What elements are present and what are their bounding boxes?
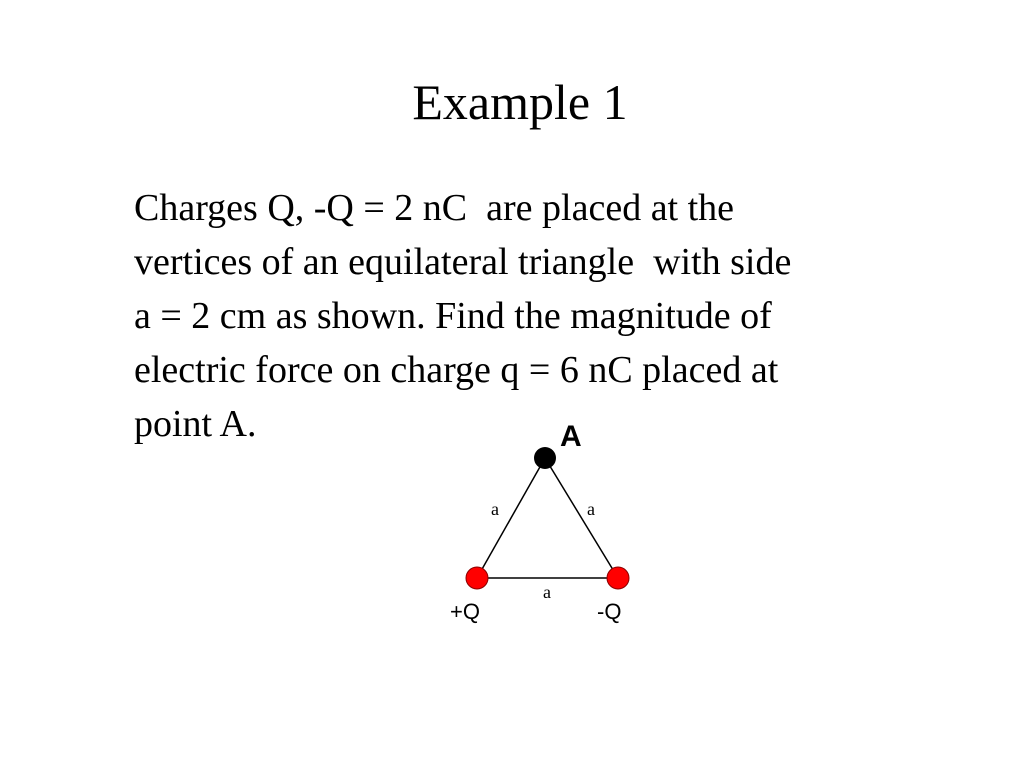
problem-line-3: a = 2 cm as shown. Find the magnitude of xyxy=(134,295,772,337)
problem-statement: Charges Q, -Q = 2 nC are placed at the v… xyxy=(134,181,934,451)
problem-line-5: point A. xyxy=(134,403,257,445)
side-bottom-label: a xyxy=(543,582,551,602)
problem-line-2: vertices of an equilateral triangle with… xyxy=(134,241,792,283)
charge-negative xyxy=(606,566,630,590)
side-left xyxy=(476,457,546,579)
side-left-label: a xyxy=(491,499,499,519)
side-right-label: a xyxy=(587,499,595,519)
charge-right-label: -Q xyxy=(597,599,621,624)
slide-title: Example 1 xyxy=(412,74,628,130)
charge-positive xyxy=(465,566,489,590)
problem-line-1: Charges Q, -Q = 2 nC are placed at the xyxy=(134,187,735,229)
charge-left-label: +Q xyxy=(450,599,480,624)
side-right xyxy=(544,457,619,579)
problem-line-4: electric force on charge q = 6 nC placed… xyxy=(134,349,779,391)
